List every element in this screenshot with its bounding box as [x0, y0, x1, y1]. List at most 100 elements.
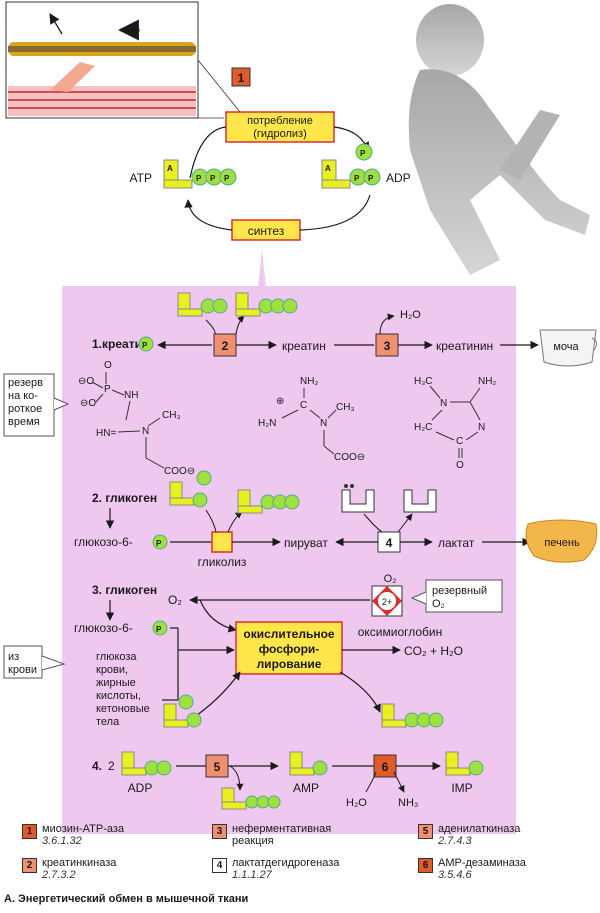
enzyme-5-label: 5 — [214, 760, 221, 774]
reserve-note-line-3: роткое — [8, 403, 42, 415]
svg-text:O: O — [456, 460, 464, 471]
figure-caption: А. Энергетический обмен в мышечной ткани — [4, 893, 249, 905]
reserve-o2-line-1: резервный — [432, 585, 487, 597]
runner-silhouette — [408, 4, 590, 276]
synthesis-label: синтез — [248, 224, 285, 238]
creatine-label: креатин — [282, 339, 326, 353]
legend-badge-4: 4 — [212, 858, 227, 873]
nadh-arrow — [363, 513, 383, 533]
substrate-line-5: кетоновые — [96, 703, 150, 715]
svg-text:H₂C: H₂C — [414, 422, 432, 433]
oxphos-box — [235, 621, 343, 675]
nad-icon — [403, 489, 437, 513]
from-blood-line-2: крови — [8, 664, 37, 676]
water-label: H₂O — [400, 309, 421, 321]
enzyme-1-label: 1 — [238, 71, 245, 85]
phosphate-symbol: P — [224, 174, 230, 183]
enzyme-1-badge — [231, 67, 251, 87]
consumption-label-2: (гидролиз) — [253, 128, 307, 140]
legend-item-4: лактатдегидрогеназа 1.1.1.27 — [232, 857, 339, 881]
svg-text:HN=: HN= — [96, 428, 116, 439]
legend-ec-2: 2.7.3.2 — [42, 869, 76, 881]
phosphate-icon — [138, 336, 154, 352]
svg-text:C: C — [300, 400, 307, 411]
o2-label: O₂ — [168, 593, 182, 607]
o2-bound-label: O₂ — [384, 573, 397, 585]
substrate-line-4: кислоты, — [96, 690, 141, 702]
amp-icon — [289, 751, 328, 776]
adp-label-4: ADP — [128, 781, 153, 795]
reserve-o2-pointer — [410, 591, 427, 605]
cycle-arc-bottom-right — [299, 194, 371, 231]
substrate-line-3: жирные — [96, 677, 136, 689]
section-4-title: 4. — [92, 759, 102, 773]
oxphos-atp-arrow — [339, 671, 381, 713]
legend-item-6: AMP-дезаминаза 3.5.4.6 — [438, 857, 526, 881]
oxymyoglobin-icon — [371, 585, 403, 617]
adenosine-symbol: A — [325, 164, 331, 173]
reserve-note-line-4: время — [8, 416, 40, 428]
section-3-title: 3. гликоген — [92, 583, 157, 597]
section-1-title: 1.креатин — [92, 337, 149, 351]
oxphos-line-3: лирование — [257, 657, 322, 671]
adp-label: ADP — [386, 171, 411, 185]
adp-coefficient: 2 — [108, 759, 115, 773]
phosphate-symbol: P — [354, 174, 360, 183]
enzyme-2-label: 2 — [222, 339, 229, 353]
glycolysis-label: гликолиз — [198, 555, 247, 569]
legend-name-6: AMP-дезаминаза — [438, 857, 526, 869]
svg-text:⊖O: ⊖O — [80, 398, 96, 409]
oxymyoglobin-label: оксимиоглобин — [358, 625, 443, 639]
creatinine-structure: H₃C NH₂ N H₂C N C O — [414, 376, 496, 471]
from-blood-note — [3, 645, 43, 679]
enzyme-3-label: 3 — [384, 339, 391, 353]
phosphate-symbol: P — [196, 174, 202, 183]
reserve-o2-note — [425, 579, 503, 613]
g6p-label: глюкозо-6- — [74, 535, 133, 549]
svg-text:⊖O: ⊖O — [78, 376, 94, 387]
legend-badge-6: 6 — [418, 858, 433, 873]
panel-pointer — [258, 250, 266, 288]
cycle-arc-top-left — [189, 126, 227, 179]
legend-name-1: миозин-ATP-аза — [42, 823, 125, 835]
creatinine-label: креатинин — [436, 339, 493, 353]
from-blood-pointer — [41, 655, 66, 671]
legend-badge-3: 3 — [212, 824, 227, 839]
atp-icon — [163, 159, 237, 189]
legend-ec-4: 1.1.1.27 — [232, 869, 272, 881]
glycolysis-box — [211, 531, 233, 553]
glyc-adp-arrow — [205, 509, 217, 533]
legend-name-3: неферментативная — [232, 823, 332, 835]
svg-text:COO⊖: COO⊖ — [334, 452, 365, 463]
legend-name-4: лактатдегидрогеназа — [232, 857, 340, 869]
adp-icon — [169, 470, 212, 508]
legend-name-2: креатинкиназа — [42, 857, 117, 869]
svg-text:COO⊖: COO⊖ — [164, 466, 195, 477]
phosphate-symbol: P — [142, 341, 148, 350]
phosphate-symbol: P — [210, 174, 216, 183]
reserve-o2-line-2: O₂ — [432, 598, 445, 610]
lactate-label: лактат — [438, 536, 475, 550]
legend-item-3: неферментативная реакция — [232, 823, 331, 847]
legend-item-5: аденилаткиназа 2.7.4.3 — [438, 823, 520, 847]
co2-h2o-label: CO₂ + H₂O — [404, 644, 463, 658]
urine-label: моча — [553, 341, 579, 353]
water-arrow — [379, 313, 395, 335]
arrow-o2-oxphos — [199, 599, 237, 633]
pyruvate-label: пируват — [284, 536, 328, 550]
svg-text:NH: NH — [124, 390, 138, 401]
svg-text:NH₂: NH₂ — [300, 376, 318, 387]
legend-badge-2: 2 — [22, 858, 37, 873]
consumption-label-1: потребление — [247, 115, 313, 127]
phosphate-symbol: P — [156, 539, 162, 548]
atp-label: ATP — [130, 171, 152, 185]
svg-text:CH₃: CH₃ — [336, 402, 355, 413]
legend-ec-5: 2.7.4.3 — [438, 835, 472, 847]
adp-icon — [321, 143, 381, 189]
legend-item-2: креатинкиназа 2.7.3.2 — [42, 857, 116, 881]
ammonia-out-arrow — [393, 771, 405, 793]
svg-text:P: P — [104, 384, 111, 395]
phosphocreatine-structure: ⊖O O P ⊖O NH HN= N CH₃ COO⊖ — [78, 360, 195, 477]
oxphos-line-2: фосфори- — [259, 642, 320, 656]
reserve-note — [3, 373, 55, 437]
